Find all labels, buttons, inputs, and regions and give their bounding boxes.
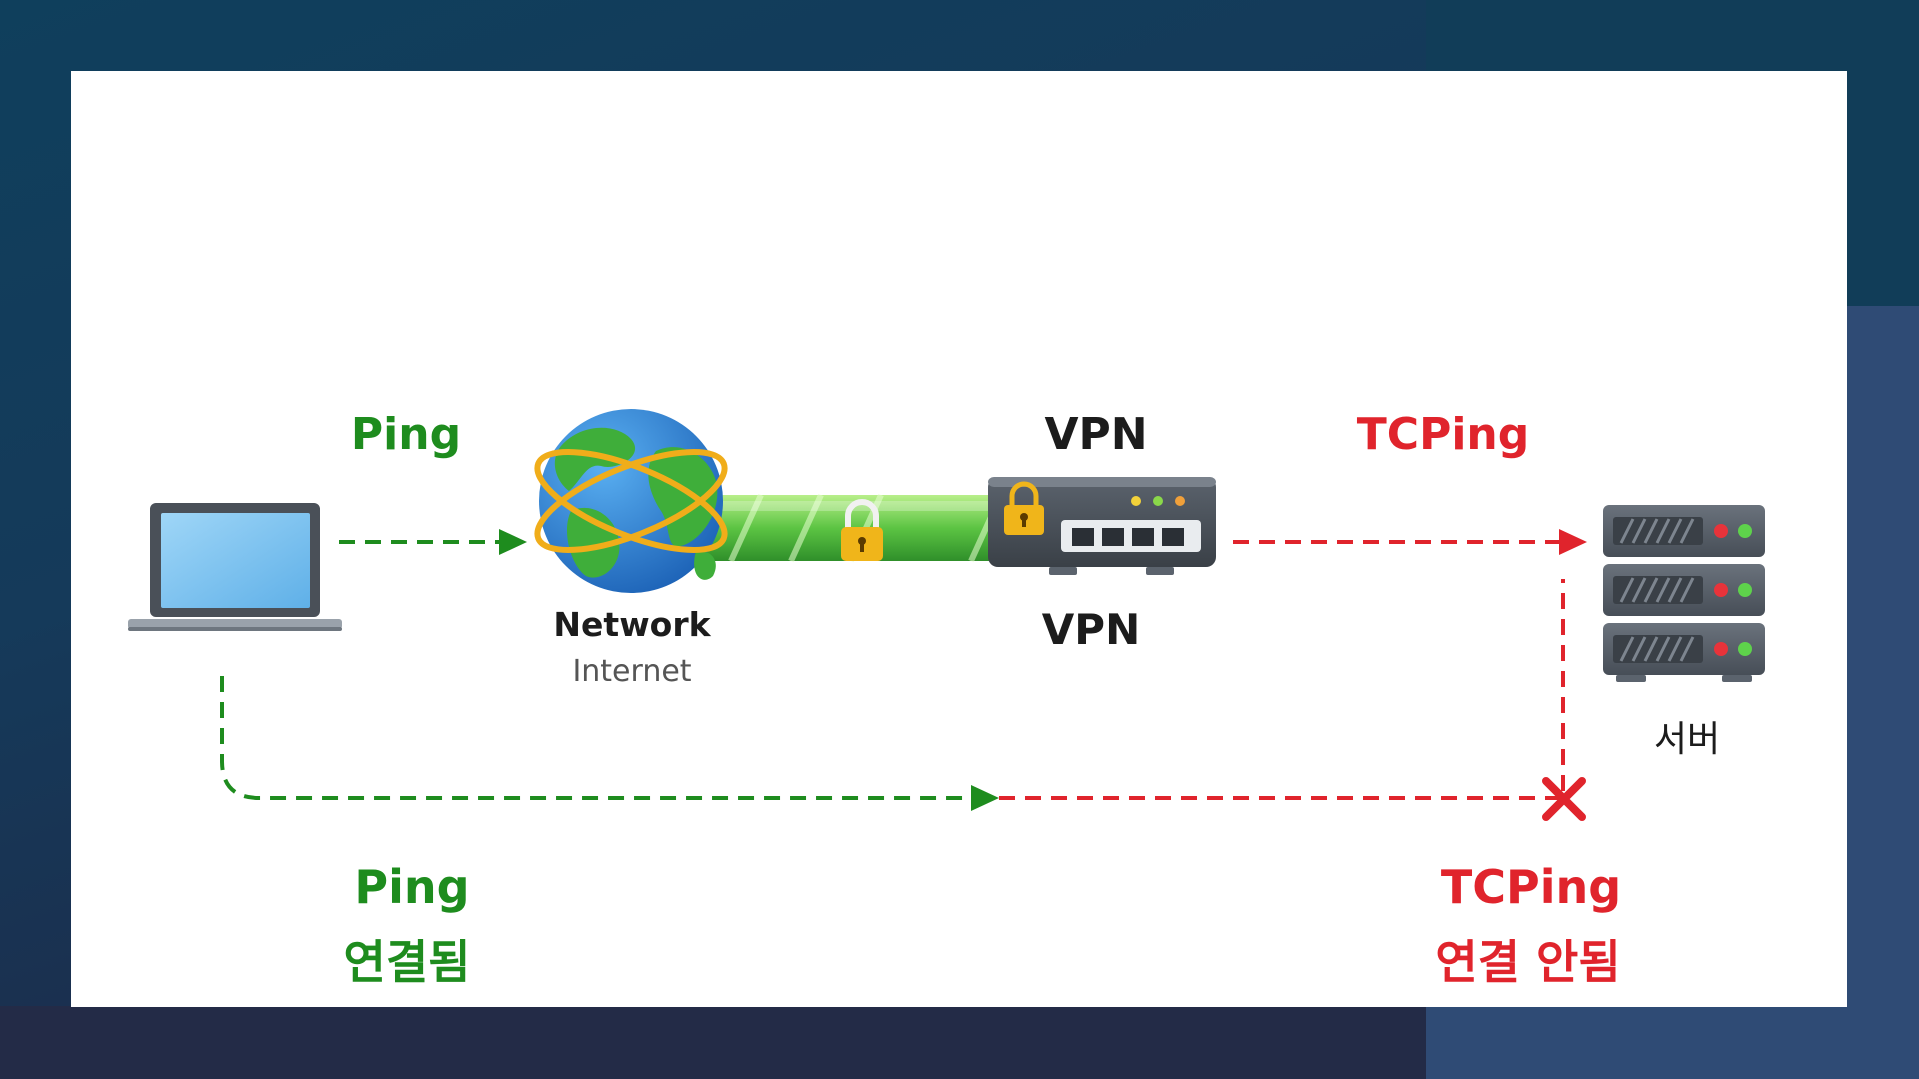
vpn-tunnel-icon bbox=[691, 493, 1073, 563]
vpn-router-icon bbox=[988, 477, 1216, 575]
laptop-icon bbox=[128, 503, 342, 631]
lock-icon bbox=[1004, 481, 1044, 535]
network-diagram bbox=[128, 409, 1765, 821]
server-label: 서버 bbox=[1653, 719, 1721, 760]
globe-icon bbox=[534, 409, 728, 593]
ping-label-top: Ping bbox=[350, 409, 462, 460]
ping-arrow-top bbox=[339, 529, 527, 555]
diagram-card: Ping VPN TCPing Network Internet VPN 서버 … bbox=[71, 71, 1847, 1007]
tcping-status-label: 연결 안됨 bbox=[1435, 935, 1621, 989]
background-panel bbox=[0, 1006, 1426, 1079]
network-label: Network bbox=[553, 605, 711, 644]
ping-status-label: 연결됨 bbox=[343, 935, 471, 989]
x-mark-icon bbox=[1542, 777, 1586, 821]
server-icon bbox=[1603, 505, 1765, 682]
tcping-arrow-top bbox=[1233, 529, 1587, 555]
tcping-arrow-bottom bbox=[999, 579, 1565, 800]
tcping-label-bottom: TCPing bbox=[1440, 860, 1622, 914]
internet-label: Internet bbox=[572, 654, 692, 689]
lock-icon bbox=[841, 499, 883, 561]
ping-arrow-bottom bbox=[220, 676, 999, 811]
vpn-label-bottom: VPN bbox=[1041, 605, 1141, 654]
tcping-label-top: TCPing bbox=[1356, 409, 1530, 460]
vpn-label-top: VPN bbox=[1044, 409, 1148, 460]
ping-label-bottom: Ping bbox=[354, 860, 470, 914]
